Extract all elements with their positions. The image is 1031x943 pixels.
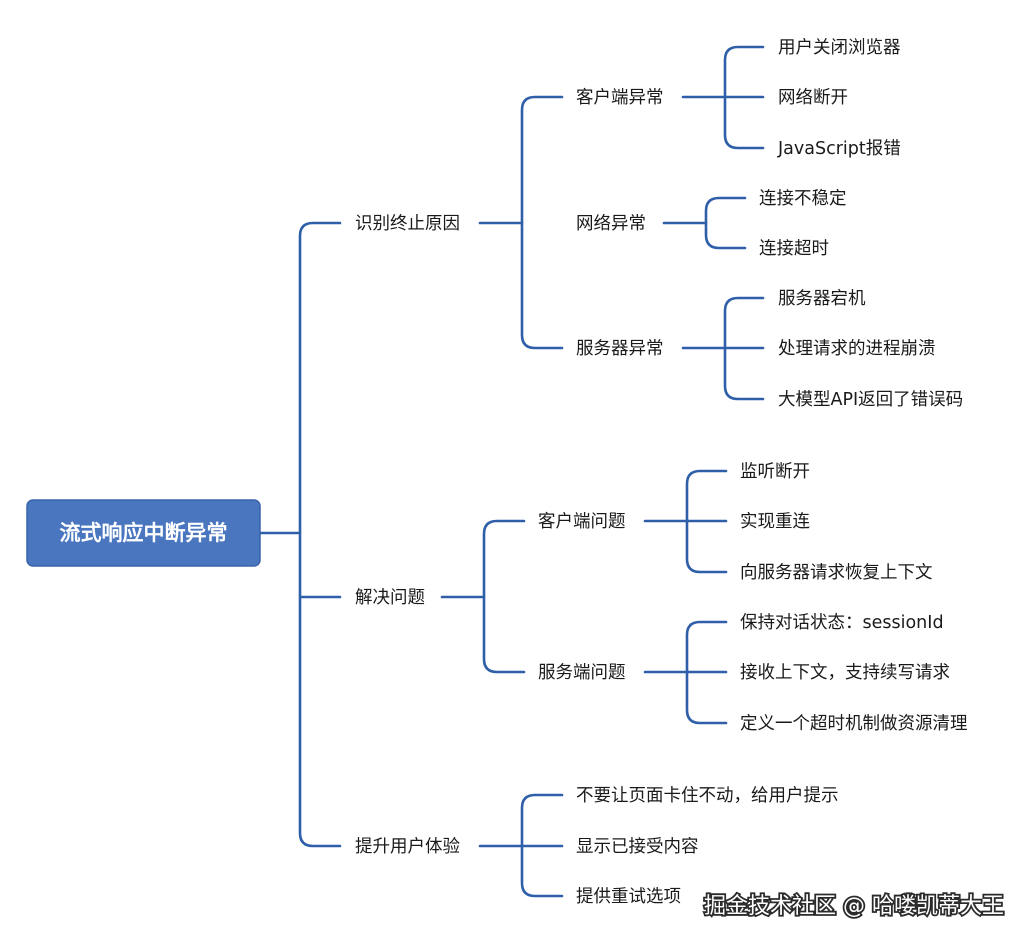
connector-server-prob-spine: [685, 620, 728, 725]
leaf-node: 连接超时: [759, 239, 829, 259]
leaf-node: 用户关闭浏览器: [778, 38, 901, 58]
connector-root-spine: [298, 221, 342, 848]
leaf-node: 不要让页面卡住不动，给用户提示: [576, 786, 839, 806]
leaf-node: 保持对话状态：sessionId: [740, 613, 944, 633]
leaf-nodes: 用户关闭浏览器 网络断开 JavaScript报错 连接不稳定 连接超时 服务器…: [576, 38, 968, 907]
group-server-exception: 服务器异常: [576, 339, 664, 359]
connector-branch1-spine: [520, 95, 564, 350]
root-node: 流式响应中断异常: [26, 499, 261, 567]
group-network-exception: 网络异常: [576, 214, 646, 234]
leaf-node: 大模型API返回了错误码: [778, 390, 963, 410]
leaf-node: JavaScript报错: [777, 139, 901, 159]
group-client-problem: 客户端问题: [538, 512, 626, 532]
connector-branch2-spine: [482, 519, 526, 674]
leaf-node: 接收上下文，支持续写请求: [740, 663, 950, 683]
leaf-node: 服务器宕机: [778, 289, 866, 309]
branch-improve-ux: 提升用户体验: [355, 837, 460, 857]
leaf-node: 连接不稳定: [759, 189, 847, 209]
leaf-node: 网络断开: [778, 88, 848, 108]
leaf-node: 处理请求的进程崩溃: [778, 339, 936, 359]
root-node-label: 流式响应中断异常: [60, 521, 228, 545]
root-node-box: [26, 499, 261, 567]
watermark-text: 掘金技术社区 @ 哈喽凯蒂大王: [704, 894, 1004, 919]
level2-nodes: 客户端异常 网络异常 服务器异常 客户端问题 服务端问题: [538, 88, 664, 683]
connector-network-exc-spine: [704, 196, 747, 250]
leaf-node: 向服务器请求恢复上下文: [740, 563, 933, 583]
connector-lines: [258, 45, 765, 898]
group-server-problem: 服务端问题: [538, 663, 626, 683]
connector-client-prob-spine: [685, 469, 728, 574]
leaf-node: 显示已接受内容: [576, 837, 699, 857]
connector-branch3-spine: [520, 793, 564, 898]
group-client-exception: 客户端异常: [576, 88, 664, 108]
connector-server-exc-spine: [723, 296, 765, 401]
connector-client-exc-spine: [723, 45, 765, 150]
branch-identify-cause: 识别终止原因: [355, 214, 460, 234]
level1-nodes: 识别终止原因 解决问题 提升用户体验: [355, 214, 460, 857]
leaf-node: 提供重试选项: [576, 887, 681, 907]
leaf-node: 实现重连: [740, 512, 810, 532]
leaf-node: 监听断开: [740, 462, 810, 482]
leaf-node: 定义一个超时机制做资源清理: [740, 714, 968, 734]
branch-solve-problem: 解决问题: [355, 588, 425, 608]
